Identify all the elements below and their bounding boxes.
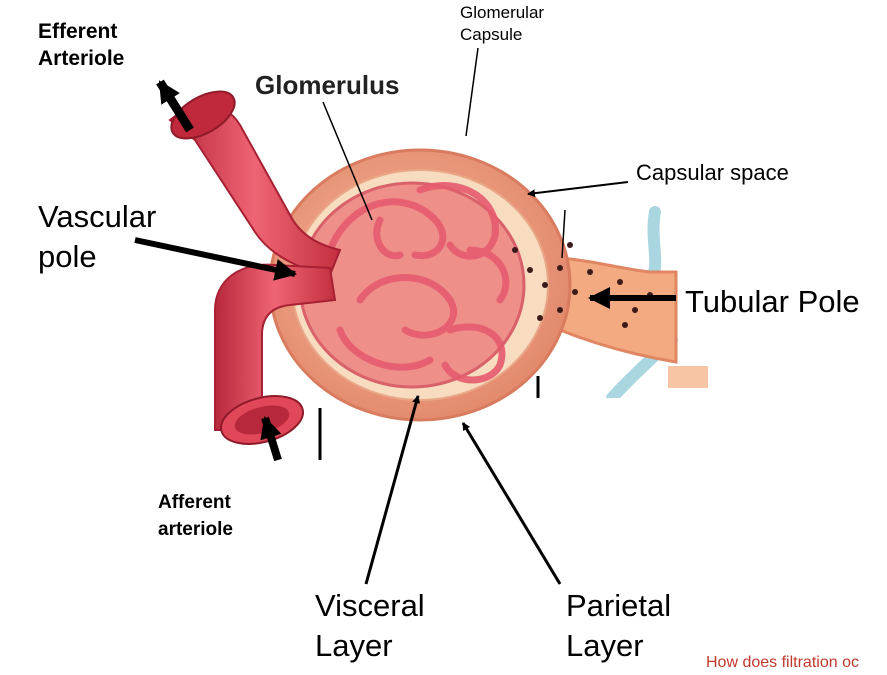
capsular-space-label: Capsular space bbox=[636, 160, 789, 186]
mask-bottom bbox=[150, 460, 530, 490]
glomerular-capsule-label: Glomerular Capsule bbox=[460, 2, 544, 46]
efferent-arteriole-label: Efferent Arteriole bbox=[38, 18, 124, 72]
glomerulus-label: Glomerulus bbox=[255, 70, 399, 101]
afferent-arteriole-label: Afferent arteriole bbox=[158, 489, 233, 543]
capsular-space-arrow bbox=[528, 182, 628, 194]
tubule-stub bbox=[668, 366, 708, 388]
mask-top-right bbox=[676, 200, 716, 270]
glomerular-capsule-leader bbox=[466, 48, 478, 136]
vascular-pole-label: Vascular pole bbox=[38, 197, 156, 277]
parietal-layer-label: Parietal Layer bbox=[566, 586, 671, 666]
visceral-layer-label: Visceral Layer bbox=[315, 586, 425, 666]
mask-right bbox=[530, 398, 710, 488]
footer-link-text[interactable]: How does filtration oc bbox=[706, 654, 887, 672]
tubular-pole-label: Tubular Pole bbox=[685, 284, 860, 320]
